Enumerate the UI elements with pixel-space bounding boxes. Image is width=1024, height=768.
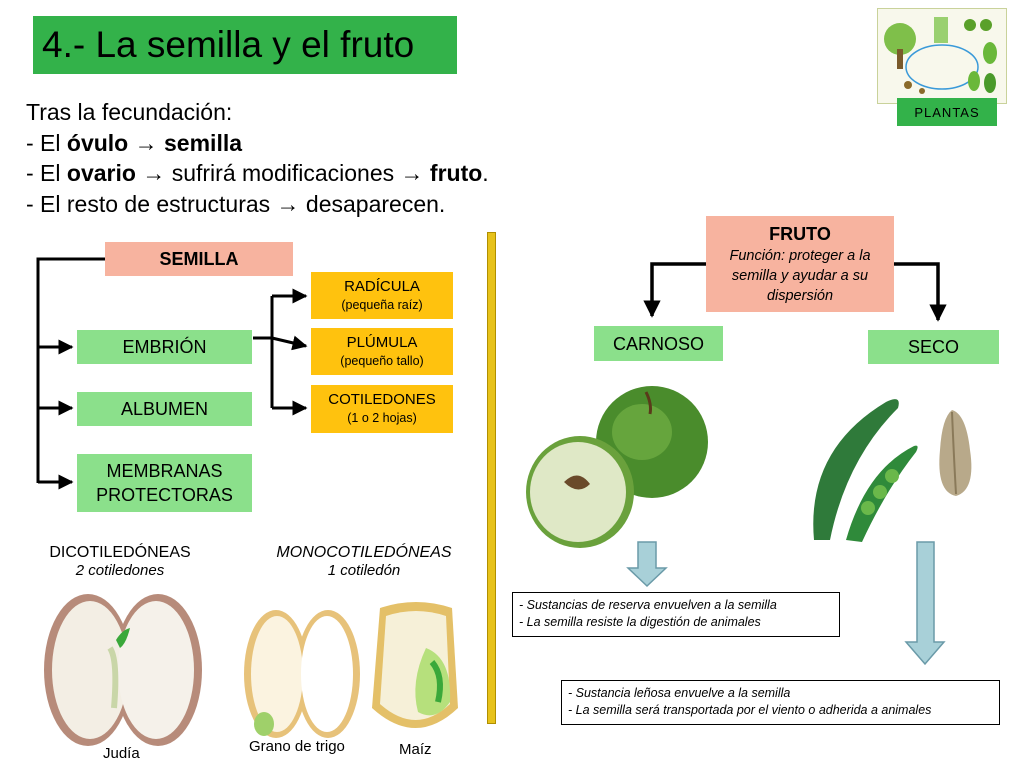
- carnoso-note-2: - La semilla resiste la digestión de ani…: [519, 615, 761, 629]
- fruto-funcion-3: dispersión: [766, 288, 834, 304]
- carnoso-label: CARNOSO: [612, 333, 704, 354]
- intro-line-4-suffix: desaparecen.: [299, 191, 446, 217]
- radicula-box: RADÍCULA (pequeña raíz): [311, 272, 453, 319]
- plant-life-cycle-diagram-icon: [878, 9, 1006, 103]
- intro-line-2: - El óvulo → semilla: [26, 128, 242, 158]
- intro-line-3-suffix: .: [482, 160, 489, 186]
- carnoso-down-arrow-icon: [626, 541, 668, 588]
- cotiledones-label: COTILEDONES: [328, 391, 436, 408]
- seco-notes: - Sustancia leñosa envuelve a la semilla…: [561, 680, 1000, 725]
- fruto-header: FRUTO Función: proteger a la semilla y a…: [706, 216, 894, 312]
- intro-line-3: - El ovario → sufrirá modificaciones → f…: [26, 158, 489, 188]
- monocot-title: MONOCOTILEDÓNEAS: [276, 544, 452, 561]
- intro-line-3-mid: sufrirá modificaciones: [165, 160, 401, 186]
- monocot-subtitle: 1 cotiledón: [327, 562, 401, 579]
- section-divider: [487, 232, 496, 724]
- grano-de-trigo-illustration: [244, 610, 360, 738]
- page-title: 4.- La semilla y el fruto: [42, 24, 415, 65]
- title-banner: [33, 16, 457, 74]
- pea-pod-illustration: [813, 399, 972, 542]
- membranas-label-2: PROTECTORAS: [96, 485, 233, 505]
- judia-bean-illustration: [44, 594, 202, 746]
- apple-illustration: [526, 386, 708, 548]
- fruto-header-text: FRUTO: [769, 224, 831, 244]
- membranas-label-1: MEMBRANAS: [106, 461, 223, 481]
- arrow-icon: →: [276, 191, 300, 217]
- maiz-illustration: [372, 602, 458, 728]
- plumula-label: PLÚMULA: [346, 333, 418, 351]
- plantas-thumbnail: [877, 8, 1007, 104]
- intro-line-4-text: - El resto de estructuras: [26, 191, 277, 217]
- plumula-box: PLÚMULA (pequeño tallo): [311, 328, 453, 375]
- seco-box: SECO: [868, 330, 999, 364]
- fruto-word: fruto: [429, 160, 483, 186]
- dicot-heading: DICOTILEDÓNEAS 2 cotiledones: [40, 544, 200, 579]
- intro-line-3-prefix: - El: [26, 160, 67, 186]
- seco-note-1: - Sustancia leñosa envuelve a la semilla: [568, 686, 791, 700]
- intro-line-2-prefix: - El: [26, 130, 67, 156]
- membranas-box: MEMBRANAS PROTECTORAS: [77, 454, 252, 512]
- fruto-funcion-1: Función: proteger a la: [729, 248, 871, 264]
- radicula-label: RADÍCULA: [344, 277, 420, 295]
- cotiledones-box: COTILEDONES (1 o 2 hojas): [311, 385, 453, 433]
- semilla-header-text: SEMILLA: [159, 249, 239, 269]
- ovario-word: ovario: [66, 160, 136, 186]
- semilla-word: semilla: [164, 130, 243, 156]
- plantas-label-text: PLANTAS: [914, 104, 980, 120]
- radicula-desc: (pequeña raíz): [341, 297, 423, 312]
- dicot-title: DICOTILEDÓNEAS: [49, 544, 191, 561]
- carnoso-note-1: - Sustancias de reserva envuelven a la s…: [519, 598, 777, 612]
- arrow-icon: →: [134, 130, 158, 156]
- embrion-label: EMBRIÓN: [122, 337, 207, 357]
- carnoso-box: CARNOSO: [594, 326, 723, 361]
- judia-label: Judía: [103, 745, 140, 762]
- plantas-label: PLANTAS: [897, 98, 997, 126]
- plumula-desc: (pequeño tallo): [340, 353, 424, 368]
- monocot-heading: MONOCOTILEDÓNEAS 1 cotiledón: [254, 544, 474, 579]
- ovulo-word: óvulo: [66, 130, 129, 156]
- arrow-icon: →: [142, 160, 166, 186]
- fruto-funcion-2: semilla y ayudar a su: [731, 268, 869, 284]
- arrow-icon: →: [400, 160, 424, 186]
- albumen-box: ALBUMEN: [77, 392, 252, 426]
- intro-line-1: Tras la fecundación:: [26, 99, 233, 125]
- grano-de-trigo-label: Grano de trigo: [249, 738, 345, 755]
- carnoso-notes: - Sustancias de reserva envuelven a la s…: [512, 592, 840, 637]
- intro-line-4: - El resto de estructuras → desaparecen.: [26, 189, 445, 219]
- seco-down-arrow-icon: [904, 541, 946, 666]
- albumen-label: ALBUMEN: [120, 399, 209, 419]
- maiz-label: Maíz: [399, 741, 432, 758]
- seco-note-2: - La semilla será transportada por el vi…: [568, 703, 932, 717]
- semilla-header: SEMILLA: [105, 242, 293, 276]
- cotiledones-desc: (1 o 2 hojas): [347, 411, 417, 425]
- dicot-subtitle: 2 cotiledones: [75, 562, 165, 579]
- seco-label: SECO: [907, 337, 959, 357]
- embrion-box: EMBRIÓN: [77, 330, 252, 364]
